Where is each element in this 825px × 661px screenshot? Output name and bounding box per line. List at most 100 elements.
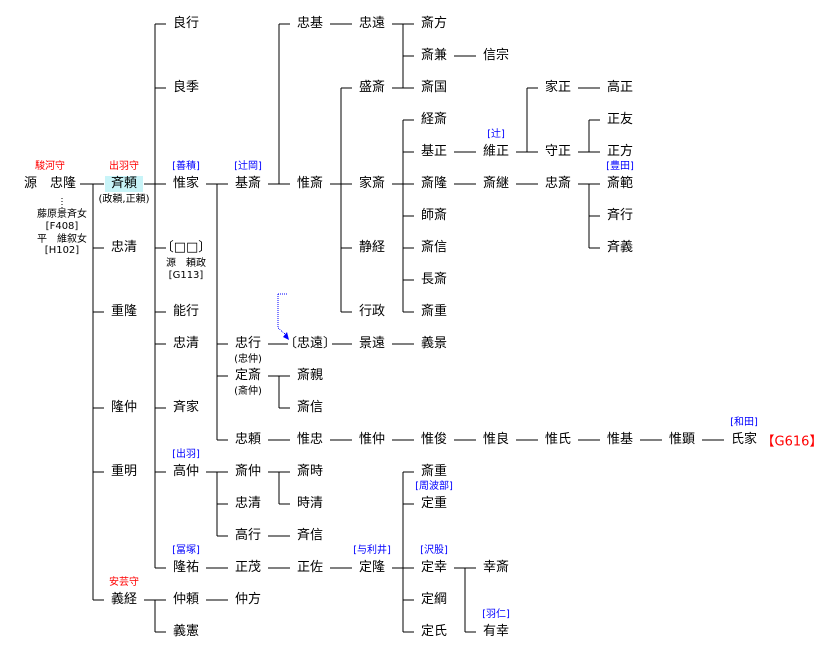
person-name[interactable]: 斉家 [172, 400, 200, 415]
person-name[interactable]: 惟仲 [358, 432, 386, 447]
person-name[interactable]: 仲方 [234, 592, 262, 607]
person-name[interactable]: 基斎 [234, 176, 262, 191]
person-name[interactable]: 忠清 [110, 240, 138, 255]
person-name[interactable]: 時清 [296, 496, 324, 511]
person-name[interactable]: 高行 [234, 528, 262, 543]
person-name[interactable]: 高正 [606, 80, 634, 95]
person-name[interactable]: 斎仲 [234, 464, 262, 479]
person-name[interactable]: 斎信 [420, 240, 448, 255]
person-name[interactable]: 長斎 [420, 272, 448, 287]
person-name[interactable]: 斎重 [420, 304, 448, 319]
person-name[interactable]: 〔忠遠〕 [283, 336, 337, 351]
title-label: [周波部] [415, 481, 453, 492]
person-name[interactable]: 定斎 [234, 368, 262, 383]
person-name[interactable]: 定幸 [420, 560, 448, 575]
title-label: [辻岡] [234, 161, 262, 172]
person-name[interactable]: 斉頼 [104, 176, 144, 192]
person-name[interactable]: 重隆 [110, 304, 138, 319]
person-name[interactable]: 正方 [606, 144, 634, 159]
person-name[interactable]: 惟基 [606, 432, 634, 447]
person-name[interactable]: 静経 [358, 240, 386, 255]
person-name[interactable]: 正佐 [296, 560, 324, 575]
person-name[interactable]: 忠清 [234, 496, 262, 511]
person-name[interactable]: 行政 [358, 304, 386, 319]
person-name[interactable]: 隆仲 [110, 400, 138, 415]
person-name[interactable]: 義憲 [172, 624, 200, 639]
person-name[interactable]: 忠頼 [234, 432, 262, 447]
person-name[interactable]: 斎兼 [420, 48, 448, 63]
person-name[interactable]: 忠清 [172, 336, 200, 351]
arrow-head-icon [283, 332, 289, 340]
reference-link[interactable]: 【G616】 [761, 434, 823, 450]
title-label: [羽仁] [482, 609, 510, 620]
title-label: [冨塚] [172, 545, 200, 556]
person-name[interactable]: 仲頼 [172, 592, 200, 607]
person-name[interactable]: 斎継 [482, 176, 510, 191]
person-name[interactable]: 〔□□〕 [160, 240, 212, 255]
title-label: [出羽] [172, 449, 200, 460]
person-name[interactable]: 高仲 [172, 464, 200, 479]
title-label: [与利井] [353, 545, 391, 556]
person-name[interactable]: 斎範 [606, 176, 634, 191]
person-name[interactable]: 忠遠 [358, 16, 386, 31]
title-label: [和田] [730, 417, 758, 428]
person-name[interactable]: 惟良 [482, 432, 510, 447]
person-name[interactable]: 盛斎 [358, 80, 386, 95]
person-name[interactable]: 有幸 [482, 624, 510, 639]
person-name[interactable]: 惟家 [172, 176, 200, 191]
person-name[interactable]: 定氏 [420, 624, 448, 639]
person-name[interactable]: 斉行 [606, 208, 634, 223]
person-name[interactable]: 忠基 [296, 16, 324, 31]
person-name[interactable]: 惟顕 [668, 432, 696, 447]
spouse-name: 藤原景斉女 [37, 209, 87, 220]
person-name[interactable]: 斎親 [296, 368, 324, 383]
person-name[interactable]: 守正 [544, 144, 572, 159]
person-name[interactable]: 能行 [172, 304, 200, 319]
person-name[interactable]: 斎重 [420, 464, 448, 479]
person-name[interactable]: 斉義 [606, 240, 634, 255]
person-name[interactable]: 隆祐 [172, 560, 200, 575]
person-name[interactable]: 家斎 [358, 176, 386, 191]
person-name[interactable]: 斎隆 [420, 176, 448, 191]
person-name[interactable]: 経斎 [420, 112, 448, 127]
person-name[interactable]: 斎時 [296, 464, 324, 479]
person-name[interactable]: 幸斎 [482, 560, 510, 575]
person-name[interactable]: 忠斎 [544, 176, 572, 191]
person-name[interactable]: 家正 [544, 80, 572, 95]
person-name[interactable]: 惟俊 [420, 432, 448, 447]
person-name[interactable]: 重明 [110, 464, 138, 479]
person-name[interactable]: 定綱 [420, 592, 448, 607]
person-name[interactable]: 斎方 [420, 16, 448, 31]
person-name[interactable]: 義経 [110, 592, 138, 607]
title-label: [豊田] [606, 161, 634, 172]
person-name[interactable]: 斎国 [420, 80, 448, 95]
alias-ref: [G113] [168, 270, 204, 281]
person-name[interactable]: 信宗 [482, 48, 510, 63]
person-name[interactable]: 定重 [420, 496, 448, 511]
title-label: [辻] [487, 129, 505, 140]
person-name[interactable]: 景遠 [358, 336, 386, 351]
person-name[interactable]: 基正 [420, 144, 448, 159]
person-name[interactable]: 惟忠 [296, 432, 324, 447]
person-name[interactable]: 維正 [482, 144, 510, 159]
person-name[interactable]: 斉信 [296, 528, 324, 543]
person-name[interactable]: 惟斎 [296, 176, 324, 191]
title-label: [善積] [172, 161, 200, 172]
person-name[interactable]: 良季 [172, 80, 200, 95]
person-name[interactable]: 忠行 [234, 336, 262, 351]
title-label: [沢股] [420, 545, 448, 556]
person-name[interactable]: 良行 [172, 16, 200, 31]
person-name[interactable]: 斎信 [296, 400, 324, 415]
spouse-ref: [F408] [45, 221, 79, 232]
person-name[interactable]: 師斎 [420, 208, 448, 223]
person-name[interactable]: 義景 [420, 336, 448, 351]
person-name[interactable]: 正茂 [234, 560, 262, 575]
person-name[interactable]: 源 忠隆 [23, 176, 77, 191]
person-name[interactable]: 氏家 [730, 432, 758, 447]
person-name[interactable]: 定隆 [358, 560, 386, 575]
person-name[interactable]: 惟氏 [544, 432, 572, 447]
title-label: 出羽守 [109, 161, 139, 172]
person-name[interactable]: 正友 [606, 112, 634, 127]
